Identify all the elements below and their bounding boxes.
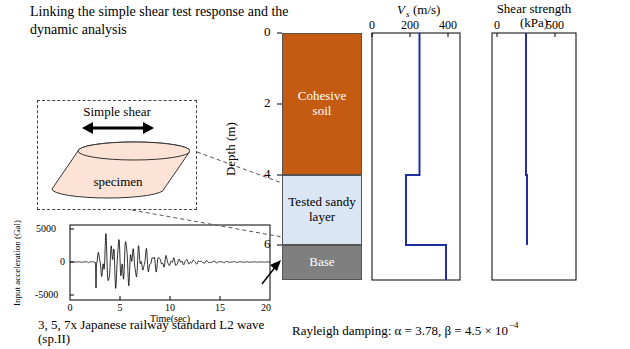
- label: 0: [68, 302, 73, 313]
- node-text: Tested sandy layer: [287, 195, 357, 225]
- label: Rayleigh damping: α = 3.78, β = 4.5 × 10: [292, 324, 508, 338]
- specimen-outline: [46, 139, 190, 203]
- label: 5: [118, 302, 123, 313]
- label: −4: [509, 321, 519, 331]
- label: 20: [261, 302, 271, 313]
- label: (m/s): [413, 3, 440, 17]
- label: 0: [494, 19, 500, 32]
- soil-layer: Tested sandy layer: [282, 175, 362, 245]
- label: Shear strength (kPa): [489, 2, 579, 31]
- label: 3, 5, 7x Japanese railway standard L2 wa…: [38, 318, 288, 347]
- accel-wave: [70, 234, 270, 289]
- soil-layer: Base: [282, 245, 362, 280]
- label: 4: [264, 167, 271, 181]
- label: Depth (m): [224, 122, 238, 176]
- vs-profile: [406, 33, 446, 280]
- label: Input acceleration (Gal): [13, 219, 23, 305]
- node-text: Simple shear: [38, 105, 196, 120]
- label: 0: [60, 256, 65, 267]
- label: 2: [264, 96, 271, 110]
- strength-frame: [492, 33, 576, 280]
- label: 10: [165, 302, 175, 313]
- label: 200: [401, 19, 419, 32]
- vs-frame: [372, 33, 460, 280]
- label: 15: [215, 302, 225, 313]
- label: 500: [546, 19, 564, 32]
- input-arrowhead: [270, 260, 281, 271]
- label: -5000: [35, 289, 58, 300]
- accel-ticks: [70, 229, 220, 300]
- dashed-box: Simple shear specimen: [37, 100, 197, 210]
- soil-layer: Cohesive soil: [282, 33, 362, 175]
- node-text: Base: [287, 255, 357, 270]
- input-arrow: [262, 266, 276, 284]
- node-text: Cohesive soil: [287, 89, 357, 119]
- label: V: [397, 3, 405, 17]
- label: 6: [264, 237, 271, 251]
- node-text: specimen: [93, 175, 142, 190]
- label: 5000: [36, 223, 56, 234]
- label: 0: [264, 25, 271, 39]
- label: 0: [369, 19, 375, 32]
- label: 400: [439, 19, 457, 32]
- strength-profile: [526, 33, 527, 245]
- vs-ticks: [372, 33, 448, 37]
- specimen-shape: specimen: [46, 139, 190, 203]
- accel-frame: [70, 225, 270, 300]
